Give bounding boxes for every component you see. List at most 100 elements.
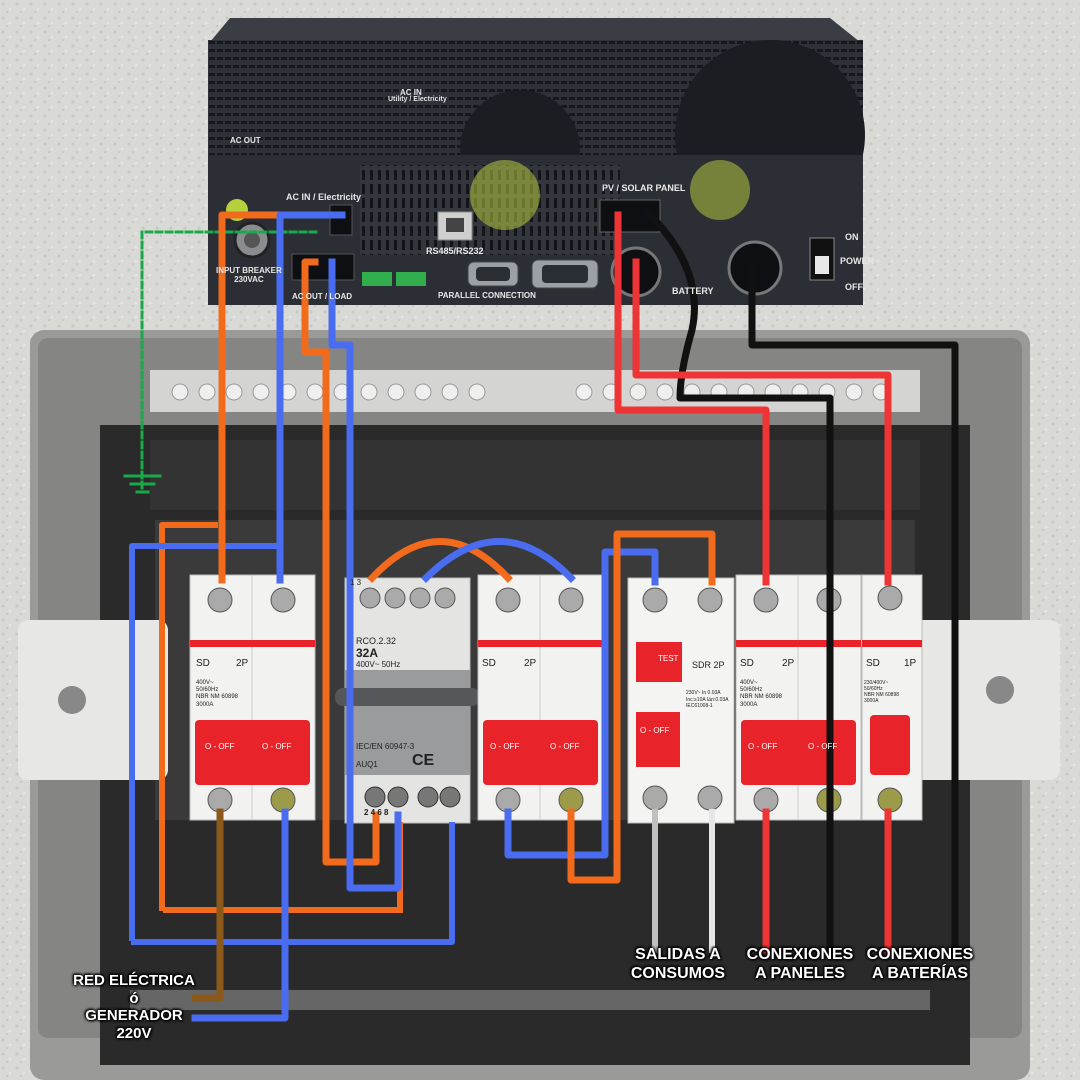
on-label: ON <box>845 232 859 242</box>
switch-bottom-terms: 2 4 6 8 <box>364 808 389 817</box>
screw-icon <box>207 787 233 813</box>
breaker-a-sd: SD <box>196 658 210 669</box>
power-label: POWER <box>840 256 875 266</box>
breaker-c-sd: SD <box>740 658 754 669</box>
outputs-label: SALIDAS A CONSUMOS <box>630 946 726 982</box>
busbar-screw-icon <box>225 383 243 401</box>
load-neutral-link <box>504 548 659 859</box>
switch-neutral-jumper <box>421 538 576 583</box>
busbar-screw-icon <box>468 383 486 401</box>
busbar-screw-icon <box>656 383 674 401</box>
battery-label: BATTERY <box>672 286 714 296</box>
busbar-screw-icon <box>845 383 863 401</box>
screw-icon <box>270 587 296 613</box>
battery-negative-wire <box>748 264 959 954</box>
parallel-connection-label: PARALLEL CONNECTION <box>438 291 536 300</box>
breaker-a-2p: 2P <box>236 658 249 669</box>
parallel-connector-1 <box>362 272 392 286</box>
switch-amps: 32A <box>356 646 379 660</box>
breaker-b-sd: SD <box>482 658 496 669</box>
top-ac-in-label: AC IN <box>400 88 422 97</box>
switch-code: AUQ1 <box>356 760 378 769</box>
input-breaker-2p[interactable] <box>189 574 316 821</box>
switch-model: RCO.2.32 <box>356 636 397 646</box>
panels-label: CONEXIONES A PANELES <box>746 946 854 982</box>
battery-breaker-1p[interactable] <box>861 574 923 821</box>
breaker-toggle[interactable] <box>195 720 310 785</box>
ground-symbol-icon <box>123 474 162 494</box>
output-breaker-2p[interactable] <box>477 574 604 821</box>
switch-live-jumper <box>367 538 513 583</box>
ac-out-neutral <box>328 258 402 892</box>
transfer-switch[interactable] <box>335 577 480 824</box>
busbar-screw-icon <box>414 383 432 401</box>
rcd-off: O - OFF <box>640 726 670 735</box>
breaker-c-spec: 400V~ 50/60Hz NBR NM 60898 3000A <box>740 680 783 708</box>
pv-positive-wire <box>614 211 770 586</box>
battery-positive-wire <box>632 258 892 586</box>
busbar-screw-icon <box>629 383 647 401</box>
rcd-test: TEST <box>658 654 679 663</box>
busbar-screw-icon <box>198 383 216 401</box>
ac-out-label: AC OUT / LOAD <box>292 292 352 301</box>
screw-icon <box>270 787 296 813</box>
switch-top-terms: 1 3 <box>350 578 362 587</box>
top-ac-in-sub-label: Utility / Electricity <box>388 96 447 103</box>
ac-out-terminal <box>291 253 355 281</box>
breaker-b-off-2: O - OFF <box>550 742 580 751</box>
rcd-test-button[interactable] <box>636 642 682 682</box>
ac-out-live <box>301 258 380 866</box>
switch-ce: CE <box>412 752 435 769</box>
pv-label: PV / SOLAR PANEL <box>602 183 686 193</box>
right-din-clamp <box>910 620 1060 780</box>
top-ac-out-label: AC OUT <box>230 136 261 145</box>
breaker-toggle[interactable] <box>741 720 856 785</box>
breaker-d-spec: 230/400V~ 50/60Hz NBR NM 60898 3000A <box>864 680 900 704</box>
off-label: OFF <box>845 282 863 292</box>
breaker-d-sd: SD <box>866 658 880 669</box>
breaker-toggle[interactable] <box>483 720 598 785</box>
breaker-toggle[interactable] <box>870 715 910 775</box>
rs485-label: RS485/RS232 <box>426 246 484 256</box>
switch-standard: IEC/EN 60947-3 <box>356 742 415 751</box>
busbar-screw-icon <box>387 383 405 401</box>
load-live-link <box>567 530 716 884</box>
busbar-screw-icon <box>441 383 459 401</box>
breaker-b-off: O - OFF <box>490 742 520 751</box>
wiring <box>123 210 959 1022</box>
ac-in-neutral <box>276 211 346 584</box>
ac-in-label: AC IN / Electricity <box>286 192 362 202</box>
busbar-screw-icon <box>575 383 593 401</box>
rcd-spec: 230V~ In 0.03A Inc:≥10A I∆n:0.03A IEC610… <box>686 690 729 709</box>
left-din-clamp <box>18 620 168 780</box>
screw-icon <box>207 587 233 613</box>
breaker-c-off-2: O - OFF <box>808 742 838 751</box>
breaker-a-off: O - OFF <box>205 742 235 751</box>
grid-live-out <box>191 808 224 1002</box>
grid-neutral-out <box>191 808 289 1022</box>
busbar-screw-icon <box>252 383 270 401</box>
breaker-d-1p: 1P <box>904 658 917 669</box>
input-breaker-label: INPUT BREAKER 230VAC <box>216 266 282 284</box>
pv-terminal <box>599 199 661 233</box>
grid-generator-label: RED ELÉCTRICA ó GENERADOR 220V <box>73 972 195 1043</box>
breaker-a-spec: 400V~ 50/60Hz NBR NM 60898 3000A <box>196 680 239 708</box>
breaker-b-2p: 2P <box>524 658 537 669</box>
pv-negative-wire <box>645 210 834 954</box>
busbar-screw-icon <box>360 383 378 401</box>
rcd-brand: SDR 2P <box>692 660 725 670</box>
parallel-connector-2 <box>396 272 426 286</box>
breaker-a-off-2: O - OFF <box>262 742 292 751</box>
rcd-toggle[interactable] <box>636 712 680 767</box>
busbar-screw-icon <box>306 383 324 401</box>
grid-neutral-dotted <box>129 543 455 945</box>
transfer-lever[interactable] <box>335 688 480 706</box>
breaker-rack <box>189 574 923 824</box>
batteries-label: CONEXIONES A BATERÍAS <box>866 946 974 982</box>
switch-voltage: 400V~ 50Hz <box>356 660 401 669</box>
ground-wire <box>140 230 242 490</box>
rcd-2p[interactable] <box>627 577 735 824</box>
breaker-c-off: O - OFF <box>748 742 778 751</box>
breaker-c-2p: 2P <box>782 658 795 669</box>
